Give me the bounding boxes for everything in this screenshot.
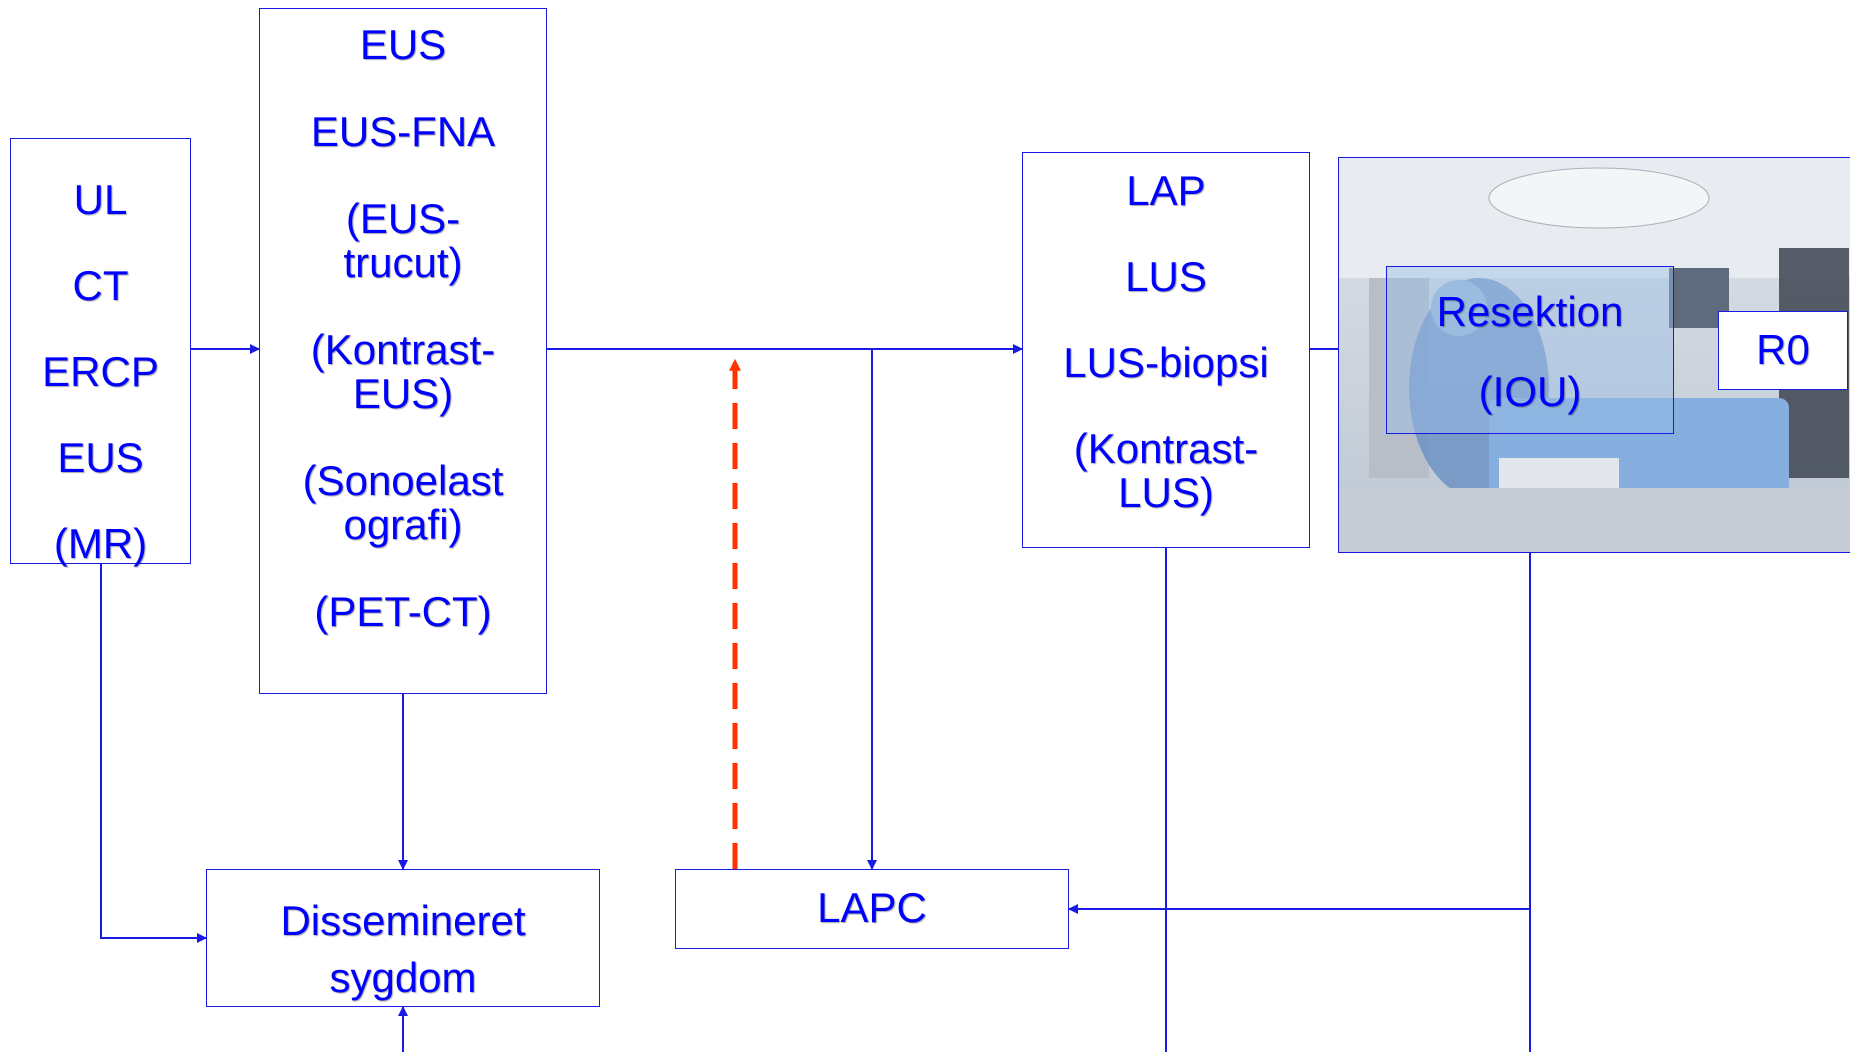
lapc-box: LAPC bbox=[675, 869, 1069, 949]
r0-label: R0 bbox=[1756, 326, 1810, 373]
imaging-item: CT bbox=[11, 243, 190, 329]
r0-box: R0 bbox=[1718, 311, 1848, 390]
eus-item: EUS bbox=[260, 23, 546, 67]
eus-box: EUS EUS-FNA (EUS- trucut) (Kontrast- EUS… bbox=[259, 8, 547, 694]
iou-label: (IOU) bbox=[1387, 367, 1673, 417]
imaging-item: UL bbox=[11, 157, 190, 243]
arrow-imaging-to-disseminated bbox=[101, 564, 206, 938]
lapc-label: LAPC bbox=[817, 884, 927, 931]
eus-item: (EUS- trucut) bbox=[260, 197, 546, 285]
resektion-box: Resektion (IOU) bbox=[1386, 266, 1674, 434]
lap-box: LAP LUS LUS-biopsi (Kontrast- LUS) bbox=[1022, 152, 1310, 548]
eus-item: (Kontrast- EUS) bbox=[260, 328, 546, 416]
imaging-item: EUS bbox=[11, 415, 190, 501]
eus-item: EUS-FNA bbox=[260, 110, 546, 154]
eus-item: (PET-CT) bbox=[260, 590, 546, 634]
lap-item: LUS-biopsi bbox=[1023, 341, 1309, 385]
lap-item: LUS bbox=[1023, 255, 1309, 299]
imaging-box: UL CT ERCP EUS (MR) bbox=[10, 138, 191, 564]
imaging-item: (MR) bbox=[11, 501, 190, 587]
lap-item: (Kontrast- LUS) bbox=[1023, 427, 1309, 515]
eus-item: (Sonoelast ografi) bbox=[260, 459, 546, 547]
disseminated-disease-box: Dissemineret sygdom bbox=[206, 869, 600, 1007]
lap-item: LAP bbox=[1023, 169, 1309, 213]
imaging-item: ERCP bbox=[11, 329, 190, 415]
resektion-label: Resektion bbox=[1387, 287, 1673, 337]
disseminated-label: Dissemineret sygdom bbox=[280, 897, 525, 1001]
